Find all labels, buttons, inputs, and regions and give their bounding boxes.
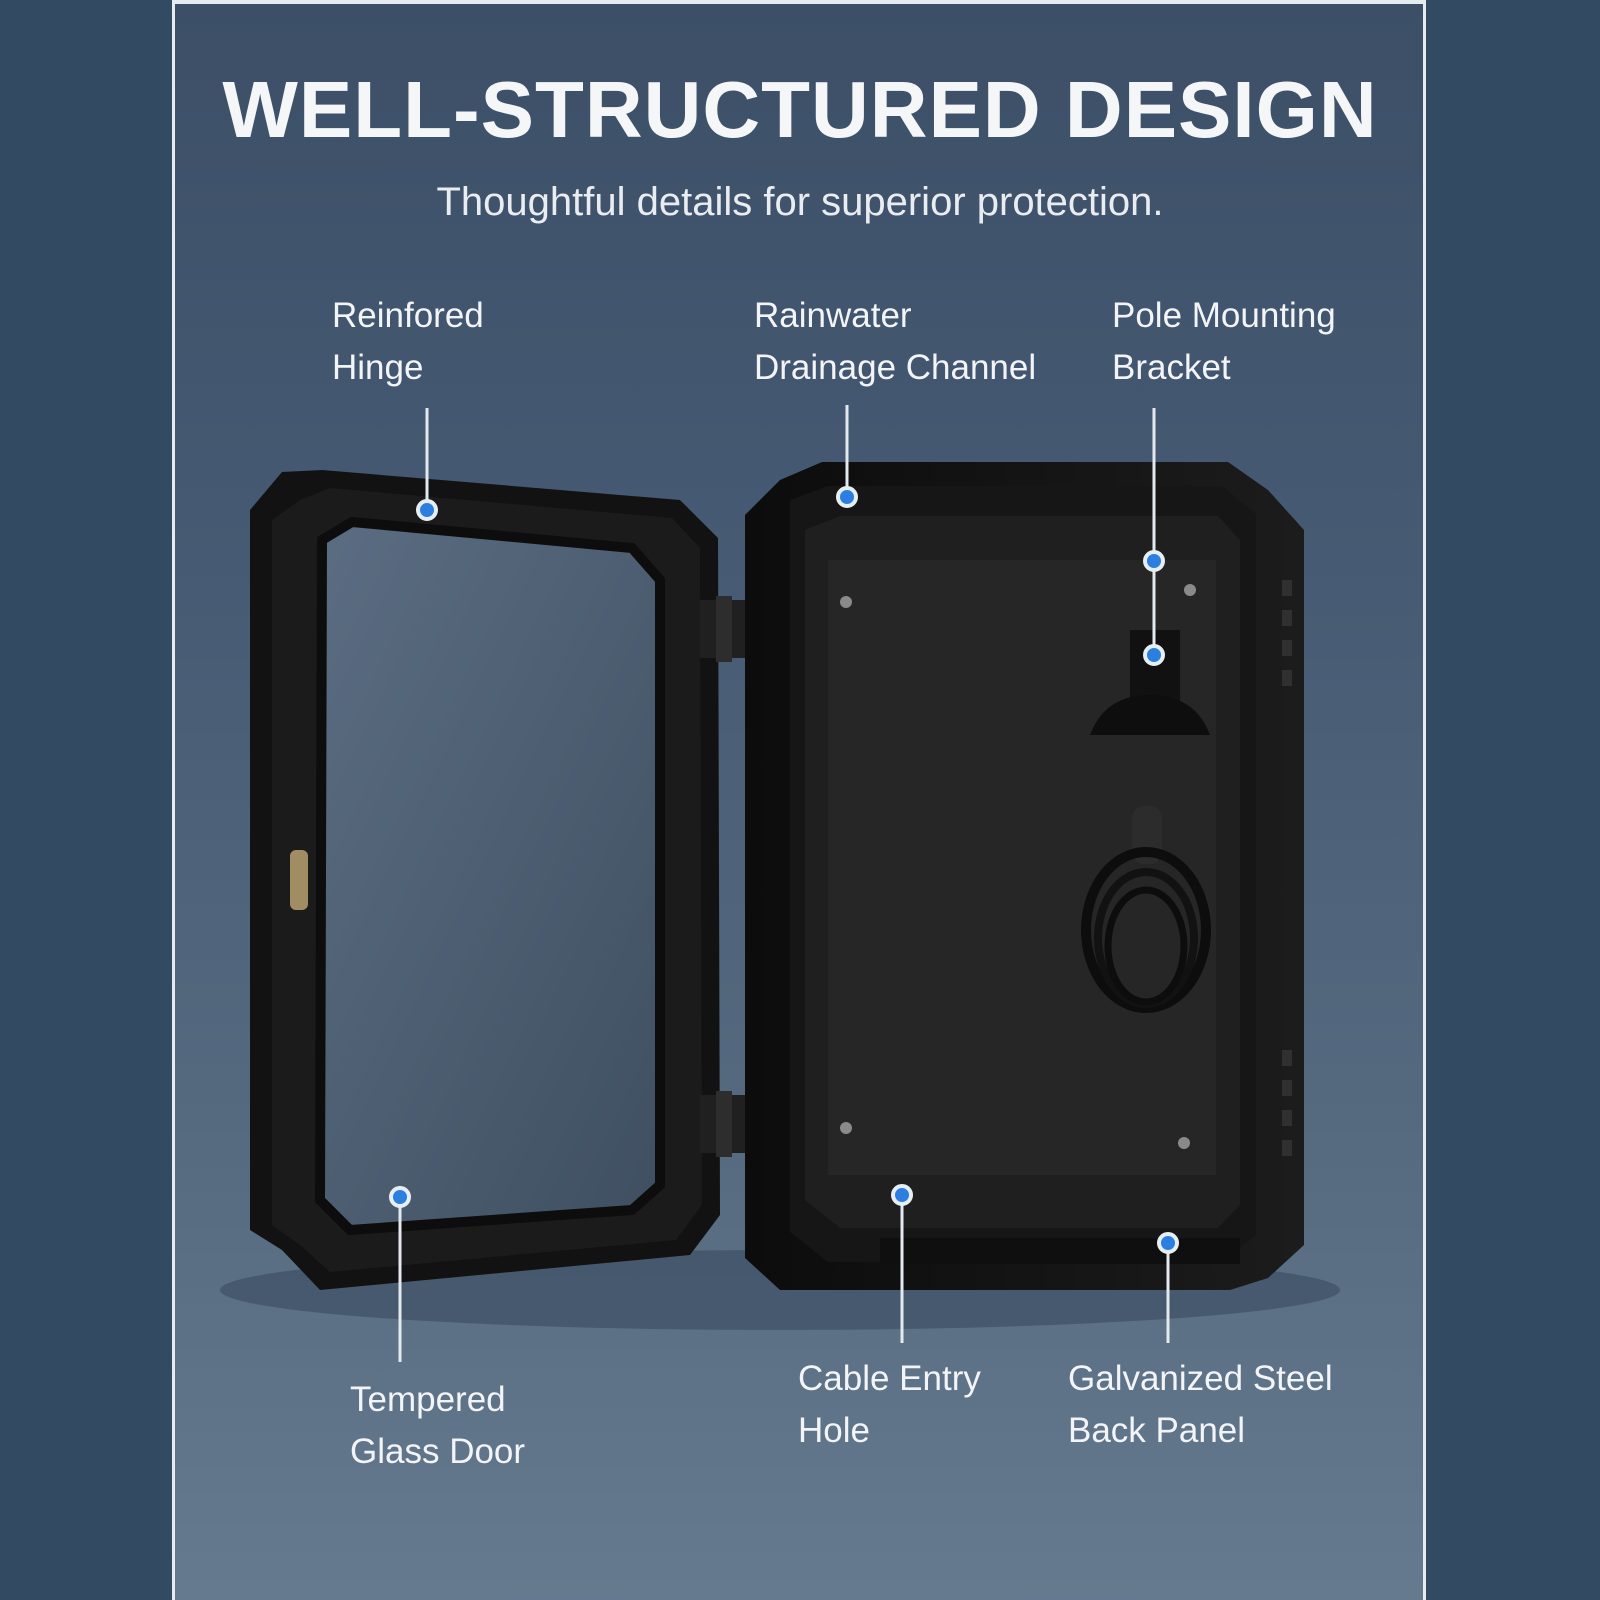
callout-line-1: Reinfored [332, 296, 484, 335]
hinge-callout-line [425, 408, 429, 508]
callout-line-1: Cable Entry [798, 1359, 981, 1398]
callout-reinforced-hinge: Reinfored Hinge [332, 290, 484, 394]
blue-dot-icon [836, 486, 858, 508]
panel-callout-line [1166, 1243, 1170, 1343]
callout-line-2: Hinge [332, 348, 424, 387]
page-subtitle: Thoughtful details for superior protecti… [436, 180, 1164, 224]
callout-line-1: Tempered [350, 1380, 506, 1419]
callout-line-1: Rainwater [754, 296, 912, 335]
callout-line-2: Drainage Channel [754, 348, 1037, 387]
bracket-callout-line [1152, 408, 1156, 658]
drainage-callout-line [845, 405, 849, 495]
callout-tempered-glass-door: Tempered Glass Door [350, 1374, 525, 1478]
callout-line-2: Glass Door [350, 1432, 526, 1471]
blue-dot-icon [1143, 550, 1165, 572]
glass-callout-line [398, 1197, 402, 1362]
callout-rainwater-drainage: Rainwater Drainage Channel [754, 290, 1036, 394]
blue-dot-icon [1157, 1232, 1179, 1254]
callout-galvanized-steel-back-panel: Galvanized Steel Back Panel [1068, 1353, 1333, 1457]
blue-dot-icon [1143, 644, 1165, 666]
cable-callout-line [900, 1195, 904, 1343]
callout-line-1: Pole Mounting [1112, 296, 1336, 335]
callout-line-2: Hole [798, 1411, 870, 1450]
blue-dot-icon [416, 499, 438, 521]
callout-line-2: Back Panel [1068, 1411, 1246, 1450]
callout-pole-mounting-bracket: Pole Mounting Bracket [1112, 290, 1336, 394]
blue-dot-icon [389, 1186, 411, 1208]
blue-dot-icon [891, 1184, 913, 1206]
callout-line-1: Galvanized Steel [1068, 1359, 1333, 1398]
page-title: WELL-STRUCTURED DESIGN [222, 65, 1378, 154]
callout-cable-entry-hole: Cable Entry Hole [798, 1353, 981, 1457]
callout-line-2: Bracket [1112, 348, 1231, 387]
